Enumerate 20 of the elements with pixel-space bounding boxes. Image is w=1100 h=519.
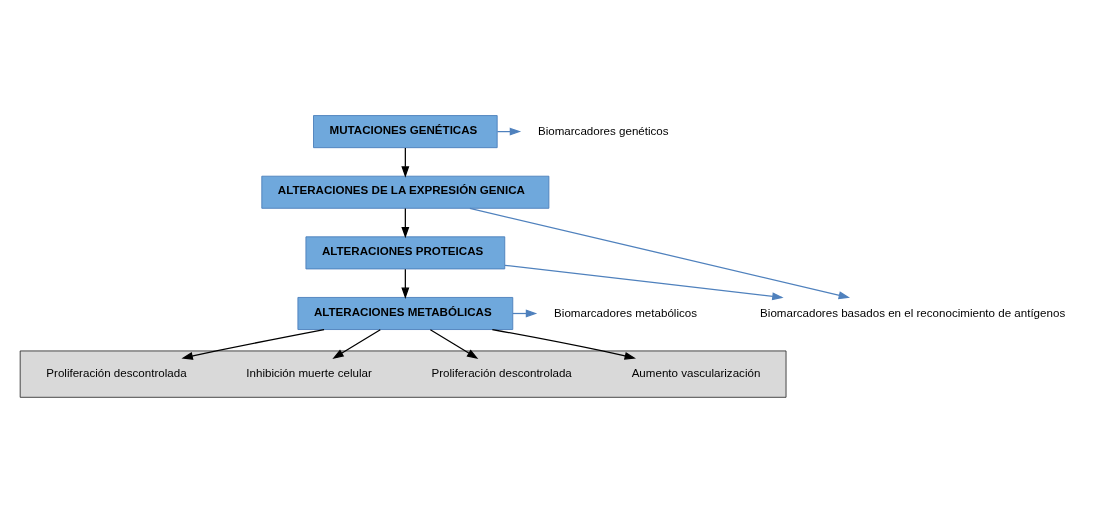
node-box: MUTACIONES GENÉTICAS [313, 114, 498, 148]
arrow [401, 146, 410, 178]
node-text: Proliferación descontrolada [46, 366, 187, 379]
arrow [401, 207, 410, 238]
arrow [332, 328, 381, 359]
arrow [401, 268, 410, 299]
arrow [504, 264, 784, 300]
arrow [181, 328, 325, 360]
arrow [491, 328, 636, 360]
node-text: Biomarcadores basados en el reconocimiento de antígenos [760, 306, 1066, 319]
node-text: Proliferación descontrolada [431, 366, 572, 379]
node-text: Biomarcadores metabólicos [554, 306, 697, 319]
node-text: Aumento vascularización [631, 366, 761, 379]
node-text: Biomarcadores genéticos [537, 124, 669, 137]
arrow [429, 328, 479, 359]
node-box: ALTERACIONES METABÓLICAS [297, 296, 514, 330]
node-box: ALTERACIONES DE LA EXPRESIÓN GENICA [261, 175, 550, 209]
node-box: ALTERACIONES PROTEICAS [305, 235, 506, 269]
arrow [469, 207, 851, 299]
node-text: Inhibición muerte celular [246, 366, 372, 379]
